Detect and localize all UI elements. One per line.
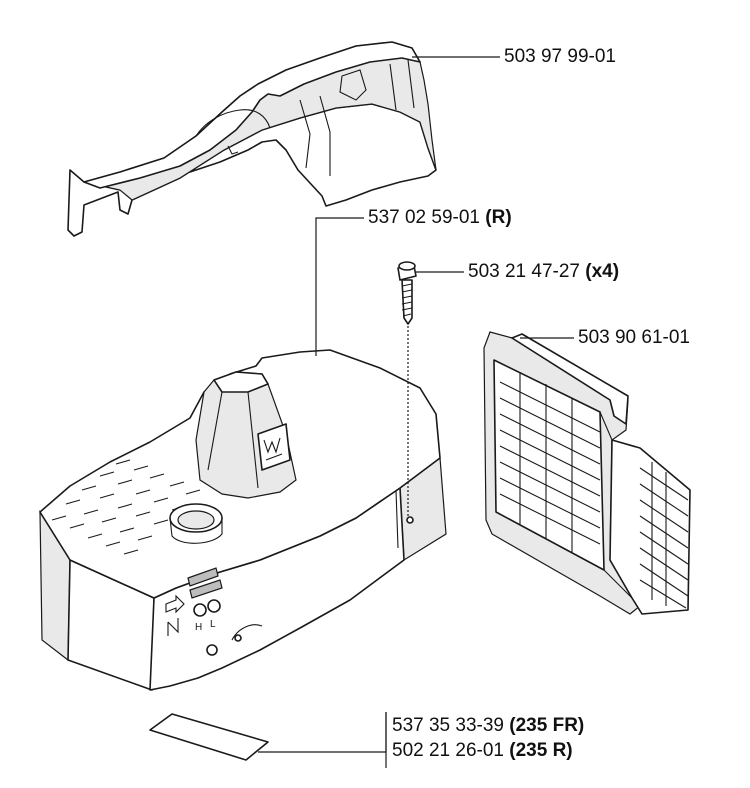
part-note: (x4) <box>585 261 620 282</box>
part-number: 503 21 47-27 <box>468 261 580 282</box>
callout-air-filter: 503 90 61-01 <box>578 327 690 349</box>
cylinder-cover-part <box>39 349 447 691</box>
part-note: (235 FR) <box>509 715 585 736</box>
part-note: (R) <box>485 207 512 228</box>
mark-l: L <box>210 619 216 630</box>
air-filter-part <box>483 331 691 615</box>
callout-cylinder-cover: 537 02 59-01 (R) <box>368 207 512 229</box>
choke-symbol-icon <box>167 618 179 636</box>
screw-part <box>397 261 417 325</box>
callout-screw: 503 21 47-27 (x4) <box>468 261 619 283</box>
leader-line-decal <box>258 712 387 753</box>
part-number: 502 21 26-01 <box>392 740 504 761</box>
leader-line-cylinder-cover <box>315 217 364 356</box>
part-number: 537 02 59-01 <box>368 207 480 228</box>
part-note: (235 R) <box>509 740 573 761</box>
part-number: 537 35 33-39 <box>392 715 504 736</box>
top-cover-part <box>67 41 437 237</box>
callout-decal-fr: 537 35 33-39 (235 FR) <box>392 715 584 737</box>
husqvarna-crown-logo-icon <box>257 423 291 471</box>
callout-decal-r: 502 21 26-01 (235 R) <box>392 740 573 762</box>
arrow-icon <box>165 594 185 614</box>
decal-part <box>149 713 269 761</box>
part-number: 503 90 61-01 <box>578 327 690 348</box>
callout-top-cover: 503 97 99-01 <box>504 46 616 68</box>
part-number: 503 97 99-01 <box>504 46 616 67</box>
mark-h: H <box>195 622 202 633</box>
